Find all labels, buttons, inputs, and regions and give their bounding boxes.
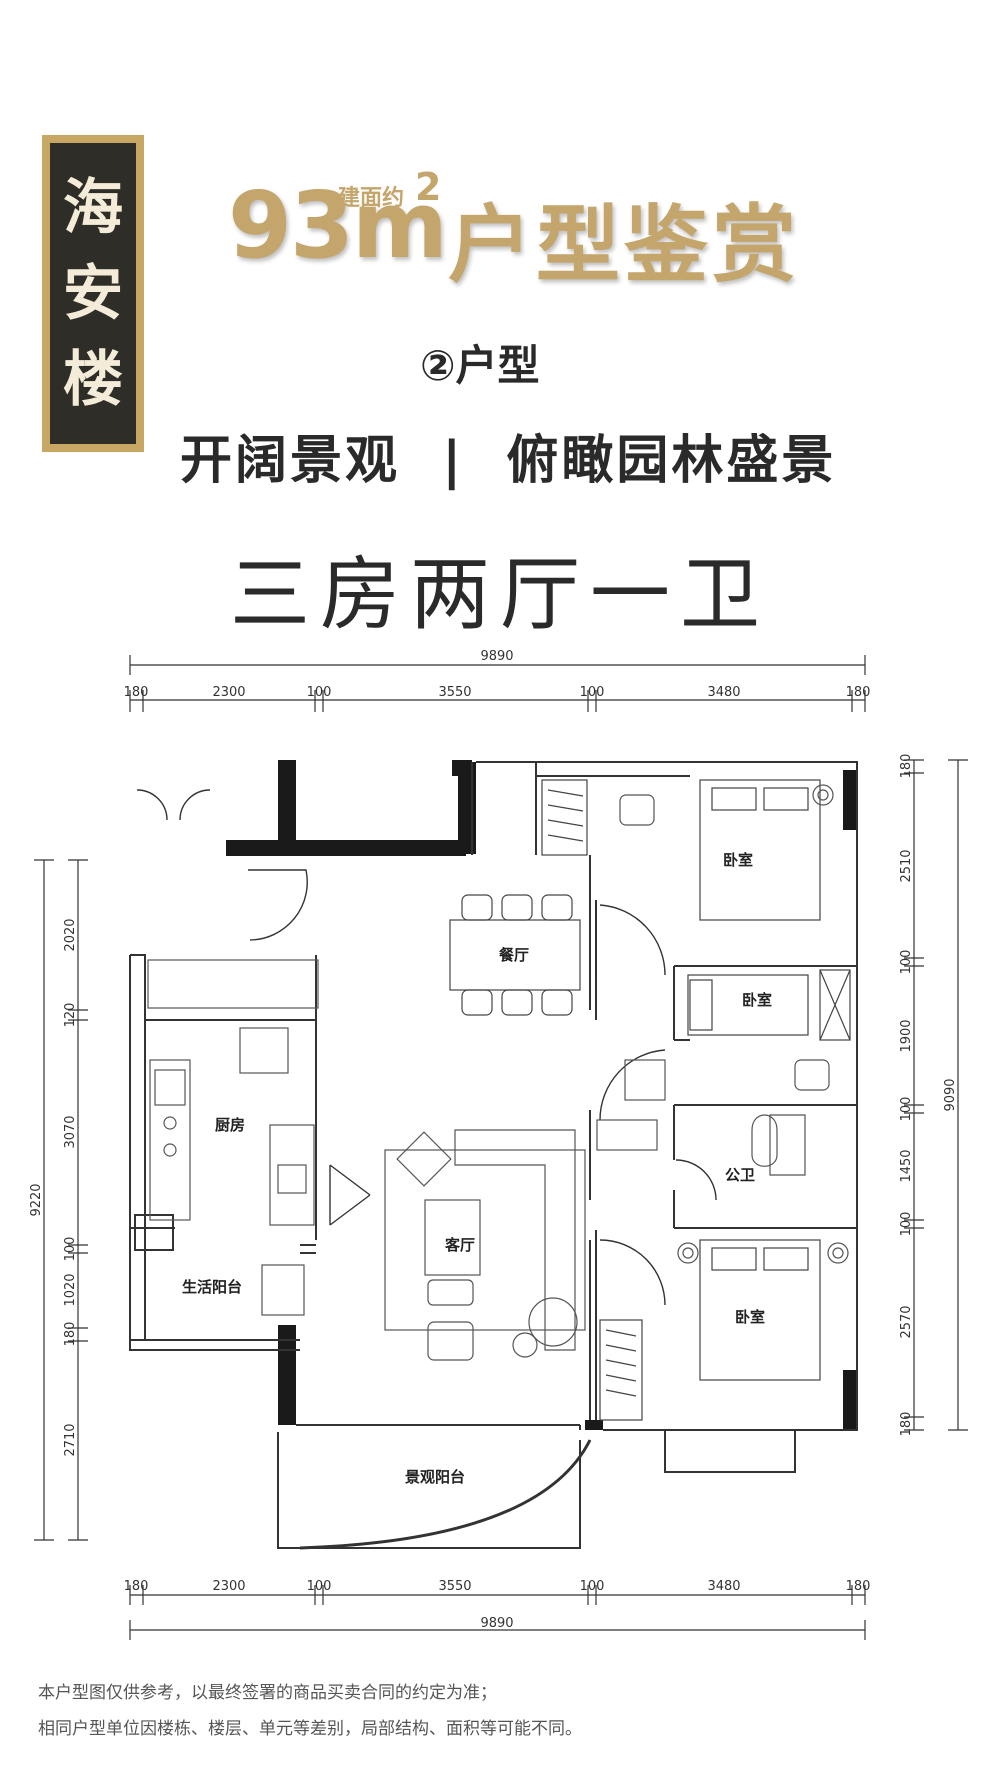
dining-set — [449, 894, 581, 1016]
floor-plan: 9890 180 2300 100 3550 100 3480 180 180 … — [29, 649, 968, 1640]
room-label-kitchen: 厨房 — [215, 1116, 245, 1134]
room-label-utility-balcony: 生活阳台 — [182, 1278, 242, 1296]
disclaimer-line-2: 相同户型单位因楼栋、楼层、单元等差别，局部结构、面积等可能不同。 — [38, 1719, 582, 1739]
dim-top: 180 — [846, 685, 871, 700]
dim-left-total: 9220 — [29, 1183, 44, 1216]
dim-left: 120 — [63, 1003, 78, 1028]
area-prefix: 建面约 — [338, 186, 405, 211]
dim-bottom: 100 — [580, 1579, 605, 1594]
area-superscript: 2 — [415, 165, 442, 209]
dim-top: 3550 — [438, 685, 471, 700]
room-label-living: 客厅 — [444, 1236, 475, 1254]
dim-left: 2710 — [63, 1423, 78, 1456]
dim-left: 2020 — [63, 918, 78, 951]
unit-type-label: ②户型 — [420, 341, 540, 390]
disclaimer-line-1: 本户型图仅供参考，以最终签署的商品买卖合同的约定为准； — [38, 1683, 497, 1703]
badge-char: 楼 — [63, 344, 123, 415]
dim-right: 1900 — [899, 1019, 914, 1052]
dim-left: 180 — [63, 1322, 78, 1347]
dim-top-total: 9890 — [480, 649, 513, 664]
layout-heading: 三房两厅一卫 — [230, 548, 770, 641]
dim-right: 2510 — [899, 849, 914, 882]
dim-top: 180 — [124, 685, 149, 700]
dim-top: 100 — [580, 685, 605, 700]
dim-right-total: 9090 — [943, 1078, 958, 1111]
doors — [136, 789, 717, 1306]
dim-right: 100 — [899, 1097, 914, 1122]
dim-right: 1450 — [899, 1149, 914, 1182]
wardrobes — [541, 779, 851, 1421]
dim-bottom: 3550 — [438, 1579, 471, 1594]
dim-left: 1020 — [63, 1273, 78, 1306]
dim-bottom: 180 — [846, 1579, 871, 1594]
room-label-bedroom-1: 卧室 — [723, 851, 753, 869]
dim-right: 180 — [899, 754, 914, 779]
living-furniture — [147, 784, 849, 1361]
wall-outlines — [129, 761, 858, 1550]
dim-bottom-total: 9890 — [480, 1616, 513, 1631]
room-label-view-balcony: 景观阳台 — [405, 1468, 465, 1486]
building-badge-inner: 海 安 楼 — [50, 143, 136, 444]
dim-right: 180 — [899, 1412, 914, 1437]
dim-right: 100 — [899, 950, 914, 975]
dim-bottom: 3480 — [707, 1579, 740, 1594]
beds — [687, 779, 821, 1381]
building-badge: 海 安 楼 — [42, 135, 144, 452]
dim-right: 2570 — [899, 1305, 914, 1338]
badge-char: 安 — [63, 258, 123, 329]
slogan: 开阔景观 | 俯瞰园林盛景 — [180, 431, 837, 491]
dim-bottom: 180 — [124, 1579, 149, 1594]
dim-right: 100 — [899, 1212, 914, 1237]
dim-left: 3070 — [63, 1115, 78, 1148]
dim-bottom: 100 — [307, 1579, 332, 1594]
area-number: 93m — [228, 172, 448, 279]
room-label-bedroom-3: 卧室 — [735, 1308, 765, 1326]
room-label-bathroom: 公卫 — [725, 1166, 755, 1184]
dim-top: 3480 — [707, 685, 740, 700]
dim-bottom: 2300 — [212, 1579, 245, 1594]
dim-top: 2300 — [212, 685, 245, 700]
dim-top: 100 — [307, 685, 332, 700]
room-label-bedroom-2: 卧室 — [742, 991, 772, 1009]
page-title: 户型鉴赏 — [448, 196, 801, 294]
dim-left: 100 — [63, 1237, 78, 1262]
room-label-dining: 餐厅 — [499, 946, 529, 964]
dimension-lines — [34, 655, 968, 1640]
badge-char: 海 — [63, 172, 123, 243]
